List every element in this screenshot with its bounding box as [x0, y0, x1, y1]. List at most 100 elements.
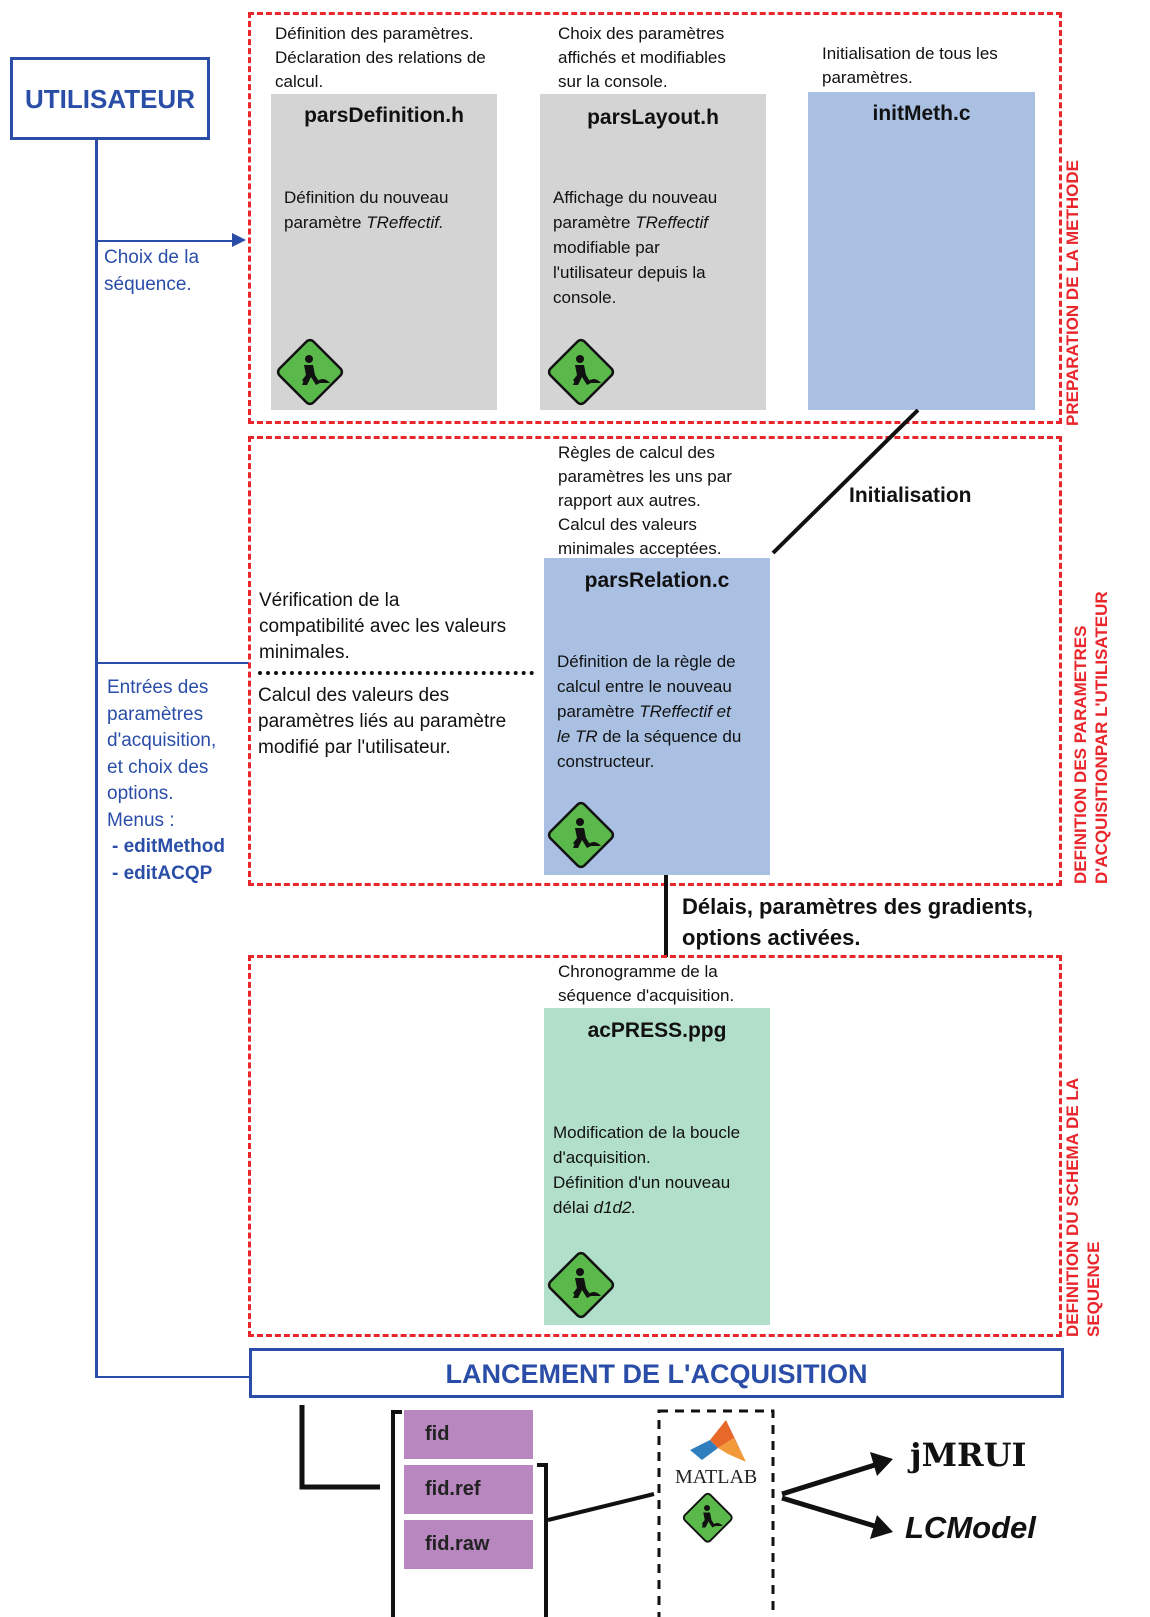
choix-note: Choix de la séquence. — [104, 244, 199, 298]
file-title: acPRESS.ppg — [587, 1019, 727, 1042]
file-title: parsDefinition.h — [304, 104, 464, 127]
initmeth-caption: Initialisation de tous les paramètres. — [822, 42, 998, 90]
matlab-logo-icon — [690, 1420, 746, 1462]
construction-sign-icon — [273, 335, 345, 407]
desc-line: paramètre TReffectif et — [557, 699, 741, 724]
file-fid: fid — [404, 1410, 533, 1459]
launch-label: LANCEMENT DE L'ACQUISITION — [445, 1359, 868, 1389]
desc-line: Définition d'un nouveau — [553, 1173, 731, 1192]
param-name: TReffectif et — [639, 702, 731, 721]
desc-line: paramètre TReffectif — [553, 210, 717, 235]
user-label: UTILISATEUR — [25, 84, 195, 114]
caption-line: paramètres. — [822, 68, 913, 87]
entrees-line: options. — [107, 783, 174, 804]
output-jmrui: jMRUI — [910, 1436, 1027, 1474]
initmeth-box: initMeth.c — [808, 92, 1035, 410]
desc-line: Définition de la règle de — [557, 652, 736, 671]
caption-line: paramètres les uns par — [558, 467, 732, 486]
entrees-line: et choix des — [107, 756, 209, 778]
choice-connector — [95, 240, 235, 242]
entrees-note: Entrées des paramètres d'acquisition, et… — [107, 675, 225, 887]
desc-line: modifiable par — [553, 238, 660, 257]
caption-line: Déclaration des relations de — [275, 48, 486, 67]
file-title: parsLayout.h — [587, 106, 719, 129]
desc-line: l'utilisateur depuis la — [553, 263, 706, 282]
menu-item-editacqp: - editACQP — [112, 862, 213, 884]
note-line: compatibilité avec les valeurs — [259, 616, 507, 637]
entrees-line: paramètres — [107, 703, 204, 725]
acpress-box: acPRESS.ppg Modification de la boucle d'… — [544, 1008, 770, 1325]
parsdefinition-caption: Définition des paramètres. Déclaration d… — [275, 22, 486, 94]
verification-note: Vérification de la compatibilité avec le… — [259, 588, 506, 666]
caption-line: sur la console. — [558, 72, 668, 91]
initialisation-label: Initialisation — [849, 484, 972, 507]
entrees-line: Menus : — [107, 809, 175, 831]
desc-line: Modification de la boucle — [553, 1123, 741, 1142]
caption-line: Calcul des valeurs — [558, 515, 697, 534]
note-line: paramètres liés au paramètre — [258, 711, 507, 732]
desc-line: constructeur. — [557, 752, 655, 771]
desc-line: le TR de la séquence du — [557, 724, 741, 749]
desc-line: calcul entre le nouveau — [557, 677, 732, 696]
file-description: Affichage du nouveau paramètre TReffecti… — [553, 185, 717, 310]
file-title: initMeth.c — [872, 102, 971, 125]
choix-line: séquence. — [104, 274, 192, 295]
matlab-label: MATLAB — [675, 1466, 758, 1488]
desc-prefix: paramètre — [557, 702, 640, 721]
caption-line: Règles de calcul des — [558, 443, 715, 462]
desc-suffix: de la séquence du — [597, 727, 742, 746]
entrees-line: Entrées des — [107, 677, 209, 698]
section-definition-parametres — [248, 436, 1062, 886]
parsrelation-caption: Règles de calcul des paramètres les uns … — [558, 441, 732, 561]
acpress-caption: Chronogramme de la séquence d'acquisitio… — [558, 960, 734, 1008]
construction-sign-icon — [544, 335, 616, 407]
caption-line: calcul. — [275, 72, 324, 91]
construction-sign-icon — [544, 798, 616, 870]
note-line: modifié par l'utilisateur. — [258, 737, 451, 758]
user-flow-line — [95, 140, 98, 1378]
desc-prefix: paramètre — [284, 213, 367, 232]
desc-line: Définition du nouveau — [284, 188, 449, 207]
desc-suffix: . — [631, 1198, 637, 1217]
param-name: TReffectif — [366, 213, 439, 232]
delays-line: Délais, paramètres des gradients, — [682, 894, 1033, 919]
file-description: Définition de la règle de calcul entre l… — [557, 649, 741, 774]
file-fid-raw: fid.raw — [404, 1520, 533, 1569]
launch-box: LANCEMENT DE L'ACQUISITION — [249, 1348, 1064, 1398]
desc-line: console. — [553, 288, 617, 307]
parslayout-caption: Choix des paramètres affichés et modifia… — [558, 22, 726, 94]
section-definition-schema — [248, 955, 1062, 1337]
desc-line: d'acquisition. — [553, 1148, 651, 1167]
caption-line: Chronogramme de la — [558, 962, 718, 981]
desc-suffix: . — [438, 213, 444, 232]
launch-connector — [95, 1376, 249, 1378]
desc-line: Affichage du nouveau — [553, 188, 718, 207]
desc-line: paramètre TReffectif. — [284, 210, 448, 235]
arrow-head-icon — [232, 233, 246, 247]
delays-label: Délais, paramètres des gradients, option… — [682, 891, 1033, 953]
caption-line: affichés et modifiables — [558, 48, 726, 67]
output-lcmodel: LCModel — [905, 1510, 1036, 1545]
note-line: Calcul des valeurs des — [258, 685, 450, 706]
entrees-line: d'acquisition, — [107, 730, 217, 751]
menu-item-editmethod: - editMethod — [112, 836, 225, 857]
construction-sign-icon — [544, 1248, 616, 1320]
file-label: fid — [425, 1423, 450, 1445]
param-name: d1d2 — [593, 1198, 632, 1217]
file-description: Définition du nouveau paramètre TReffect… — [284, 185, 448, 235]
section-preparation — [248, 12, 1062, 424]
delays-line: options activées. — [682, 925, 861, 950]
file-label: fid.raw — [425, 1533, 490, 1555]
entries-connector — [95, 662, 249, 664]
parsrelation-box: parsRelation.c Définition de la règle de… — [544, 558, 770, 875]
file-title: parsRelation.c — [584, 569, 730, 592]
caption-line: rapport aux autres. — [558, 491, 701, 510]
caption-line: séquence d'acquisition. — [558, 986, 735, 1005]
param-name: le TR — [557, 727, 598, 746]
note-line: Vérification de la — [259, 590, 400, 611]
caption-line: Initialisation de tous les — [822, 44, 998, 63]
file-fid-ref: fid.ref — [404, 1465, 533, 1514]
note-line: minimales. — [259, 642, 350, 663]
